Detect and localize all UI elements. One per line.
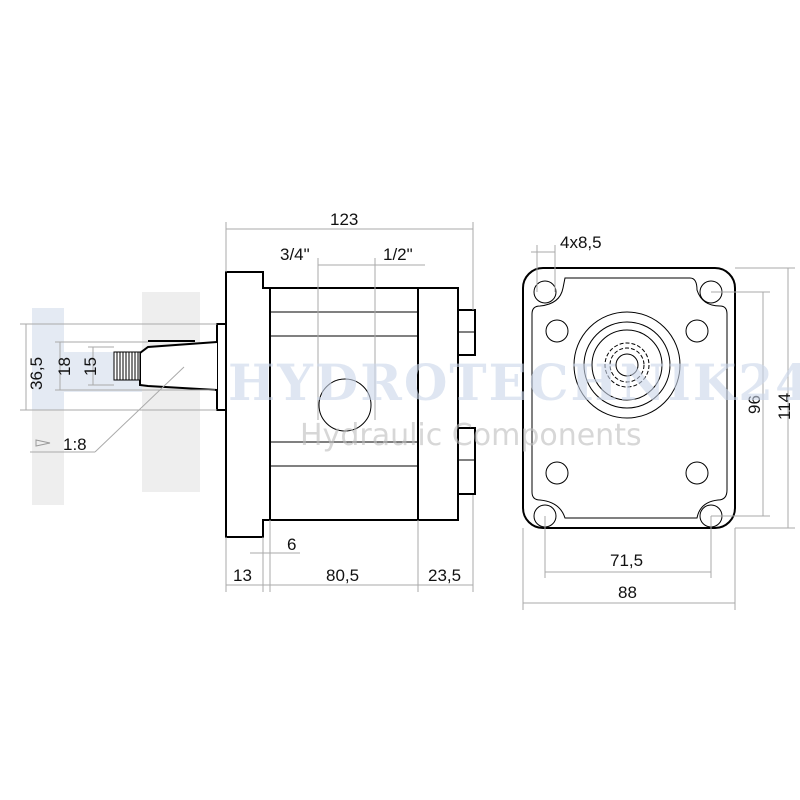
dim-shaft-diameter: 18 bbox=[55, 357, 74, 376]
dim-inlet-port: 3/4" bbox=[280, 245, 310, 264]
dimension-lines bbox=[20, 222, 795, 610]
watermark-text: HYDROTECHNIK24 Hydraulic Components bbox=[228, 353, 800, 453]
dim-rear-length: 23,5 bbox=[428, 566, 461, 585]
dim-thread-diameter: 15 bbox=[81, 357, 100, 376]
tapered-shaft bbox=[139, 341, 218, 391]
watermark-brand: HYDROTECHNIK24 bbox=[228, 353, 800, 412]
bolt-nut-bottom bbox=[457, 427, 476, 495]
dim-outlet-port: 1/2" bbox=[383, 245, 413, 264]
watermark-tagline: Hydraulic Components bbox=[300, 418, 642, 453]
dim-flange-width: 13 bbox=[233, 566, 252, 585]
pilot bbox=[216, 323, 227, 411]
dim-step: 6 bbox=[287, 535, 296, 554]
dim-taper: 1:8 bbox=[63, 435, 87, 454]
pump-body bbox=[269, 287, 419, 521]
front-flange bbox=[522, 267, 736, 529]
rear-cover bbox=[417, 287, 459, 521]
dim-hole-spacing-horizontal: 71,5 bbox=[610, 551, 643, 570]
dim-pilot-diameter: 36,5 bbox=[27, 357, 46, 390]
dim-front-width: 88 bbox=[618, 583, 637, 602]
dim-hole-spacing-vertical: 96 bbox=[745, 395, 764, 414]
dim-overall-length: 123 bbox=[330, 210, 358, 229]
front-view bbox=[522, 267, 736, 529]
dim-body-length: 80,5 bbox=[326, 566, 359, 585]
dimension-labels: 123 3/4" 1/2" 13 6 80,5 23,5 36,5 18 15 … bbox=[27, 210, 794, 602]
side-view bbox=[30, 271, 476, 538]
dim-flange-height: 114 bbox=[775, 393, 794, 420]
port-circle bbox=[318, 378, 372, 432]
shaft-thread bbox=[113, 351, 141, 381]
dim-holes: 4x8,5 bbox=[560, 233, 602, 252]
